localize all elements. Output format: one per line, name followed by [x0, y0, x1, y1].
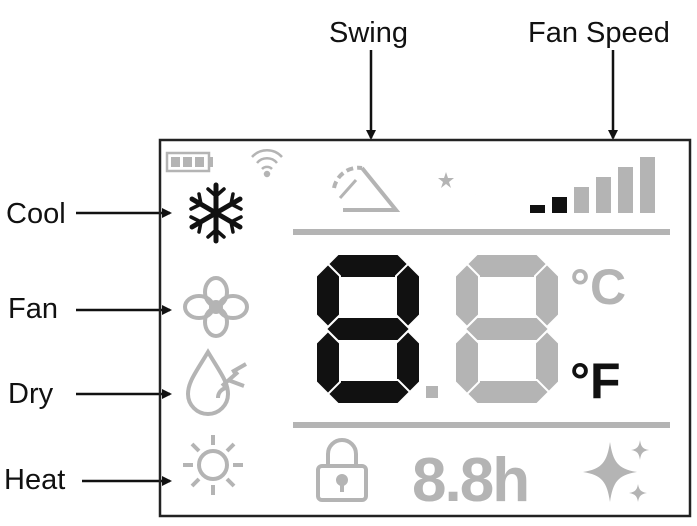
fan-speed-bar: [596, 177, 611, 213]
swing-louver-icon: [332, 165, 401, 212]
fan-speed-bars: [530, 157, 655, 213]
top-divider: [293, 229, 670, 235]
cool-label: Cool: [6, 198, 66, 230]
fan-label: Fan: [8, 293, 58, 325]
moon-star-icon: [438, 163, 480, 205]
decimal-point: [426, 386, 438, 398]
battery-icon: [165, 151, 213, 173]
digit-1-seg-e: [315, 329, 341, 396]
fan-speed-bar: [530, 205, 545, 213]
callout-arrows: [76, 50, 618, 486]
padlock-icon: [316, 438, 368, 502]
timer-readout: 8.8h: [412, 446, 528, 515]
heat-label: Heat: [4, 464, 66, 496]
main-temperature-digits: [315, 253, 560, 405]
fahrenheit-unit: °F: [570, 353, 621, 409]
bottom-divider: [293, 422, 670, 428]
fan-speed-bar: [640, 157, 655, 213]
swing-label: Swing: [329, 17, 408, 49]
fan-speed-bar: [618, 167, 633, 213]
digit-2-seg-e: [454, 329, 480, 396]
fan-icon: [183, 276, 249, 338]
lcd-frame: [158, 138, 692, 518]
snowflake-icon: [189, 182, 243, 244]
sparkle-icon: [583, 440, 649, 502]
fan-speed-bar: [574, 187, 589, 213]
fan-speed-bar: [552, 197, 567, 213]
sun-icon: [183, 435, 243, 495]
dry-label: Dry: [8, 378, 54, 410]
digit-2-seg-g: [463, 316, 551, 342]
digit-1-seg-g: [324, 316, 412, 342]
fan-speed-label: Fan Speed: [528, 17, 670, 49]
wifi-icon: [251, 148, 283, 178]
celsius-unit: °C: [570, 259, 626, 315]
water-drop-icon: [185, 348, 247, 416]
